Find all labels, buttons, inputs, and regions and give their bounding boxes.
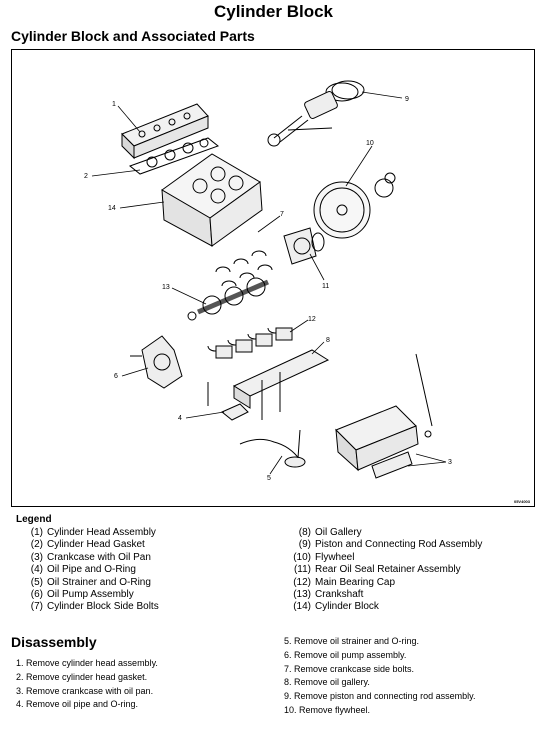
main-bearing-caps-drawing xyxy=(215,327,293,359)
step-item: 6. Remove oil pump assembly. xyxy=(284,649,407,660)
step-item: 8. Remove oil gallery. xyxy=(284,677,370,688)
legend-item: (5)Oil Strainer and O-Ring xyxy=(30,576,151,588)
disassembly-steps-right: 5. Remove oil strainer and O-ring. 6. Re… xyxy=(284,635,475,718)
callout-4: 4 xyxy=(178,415,182,422)
callout-11: 11 xyxy=(322,283,329,290)
step-item: 9. Remove piston and connecting rod asse… xyxy=(284,691,476,702)
page-title: Cylinder Block xyxy=(213,2,334,21)
callout-12: 12 xyxy=(308,316,316,323)
piston-rod-drawing xyxy=(267,80,365,147)
legend-item: (8)Oil Gallery xyxy=(298,527,362,538)
callout-14: 14 xyxy=(108,205,116,212)
figure-code: 05V4003 xyxy=(513,499,530,504)
callout-7: 7 xyxy=(280,211,284,218)
callout-1: 1 xyxy=(112,101,116,108)
callouts: 1 2 14 9 10 7 11 13 12 8 6 4 5 3 xyxy=(84,96,452,482)
oil-pump-drawing xyxy=(130,335,183,389)
crankshaft-drawing xyxy=(187,277,269,321)
oil-gallery-drawing xyxy=(232,349,330,420)
disassembly-steps-left: 1. Remove cylinder head assembly. 2. Rem… xyxy=(16,657,158,712)
legend-item: (3)Crankcase with Oil Pan xyxy=(30,551,151,563)
legend-item: (11)Rear Oil Seal Retainer Assembly xyxy=(293,564,461,576)
legend-item: (13)Crankshaft xyxy=(293,589,364,601)
legend-item: (7)Cylinder Block Side Bolts xyxy=(30,601,159,613)
callout-5: 5 xyxy=(267,475,271,482)
legend-item: (4)Oil Pipe and O-Ring xyxy=(30,564,136,576)
cylinder-head-drawing xyxy=(121,103,209,160)
step-item: 4. Remove oil pipe and O-ring. xyxy=(16,699,139,710)
exploded-view-figure: 1 2 14 9 10 7 11 13 12 8 6 4 5 3 05V4003 xyxy=(11,49,535,507)
callout-3: 3 xyxy=(448,459,452,466)
flywheel-drawing xyxy=(313,172,396,239)
oil-seal-retainer-drawing xyxy=(283,227,325,265)
step-item: 3. Remove crankcase with oil pan. xyxy=(16,685,154,696)
leader-lines xyxy=(91,91,447,475)
legend-title: Legend xyxy=(16,514,52,525)
step-item: 7. Remove crankcase side bolts. xyxy=(284,663,415,674)
callout-8: 8 xyxy=(326,337,330,344)
disassembly-title: Disassembly xyxy=(11,634,97,650)
legend-item: (1)Cylinder Head Assembly xyxy=(30,527,156,538)
callout-13: 13 xyxy=(162,284,170,291)
cylinder-block-drawing xyxy=(161,153,263,247)
exploded-diagram: 1 2 14 9 10 7 11 13 12 8 6 4 5 3 xyxy=(84,80,452,482)
crankcase-oil-pan-drawing xyxy=(335,353,433,479)
oil-strainer-drawing xyxy=(284,429,306,468)
section-title: Cylinder Block and Associated Parts xyxy=(11,28,255,44)
step-item: 5. Remove oil strainer and O-ring. xyxy=(284,636,420,646)
step-item: 1. Remove cylinder head assembly. xyxy=(16,658,158,668)
step-item: 2. Remove cylinder head gasket. xyxy=(16,671,148,682)
callout-9: 9 xyxy=(405,96,409,103)
head-gasket-drawing xyxy=(128,137,220,175)
legend-item: (2)Cylinder Head Gasket xyxy=(30,539,145,551)
oil-pipe-drawing xyxy=(207,382,301,461)
legend-item: (9)Piston and Connecting Rod Assembly xyxy=(298,539,483,551)
legend-item: (6)Oil Pump Assembly xyxy=(30,589,134,601)
callout-2: 2 xyxy=(84,173,88,180)
step-item: 10. Remove flywheel. xyxy=(284,704,371,715)
legend-item: (12)Main Bearing Cap xyxy=(293,576,396,588)
legend-column-right: (8)Oil Gallery (9)Piston and Connecting … xyxy=(284,527,482,614)
legend-item: (10)Flywheel xyxy=(293,551,355,563)
callout-10: 10 xyxy=(366,140,374,147)
legend-column-left: (1)Cylinder Head Assembly (2)Cylinder He… xyxy=(16,527,159,614)
legend-item: (14)Cylinder Block xyxy=(293,601,379,613)
callout-6: 6 xyxy=(114,373,118,380)
